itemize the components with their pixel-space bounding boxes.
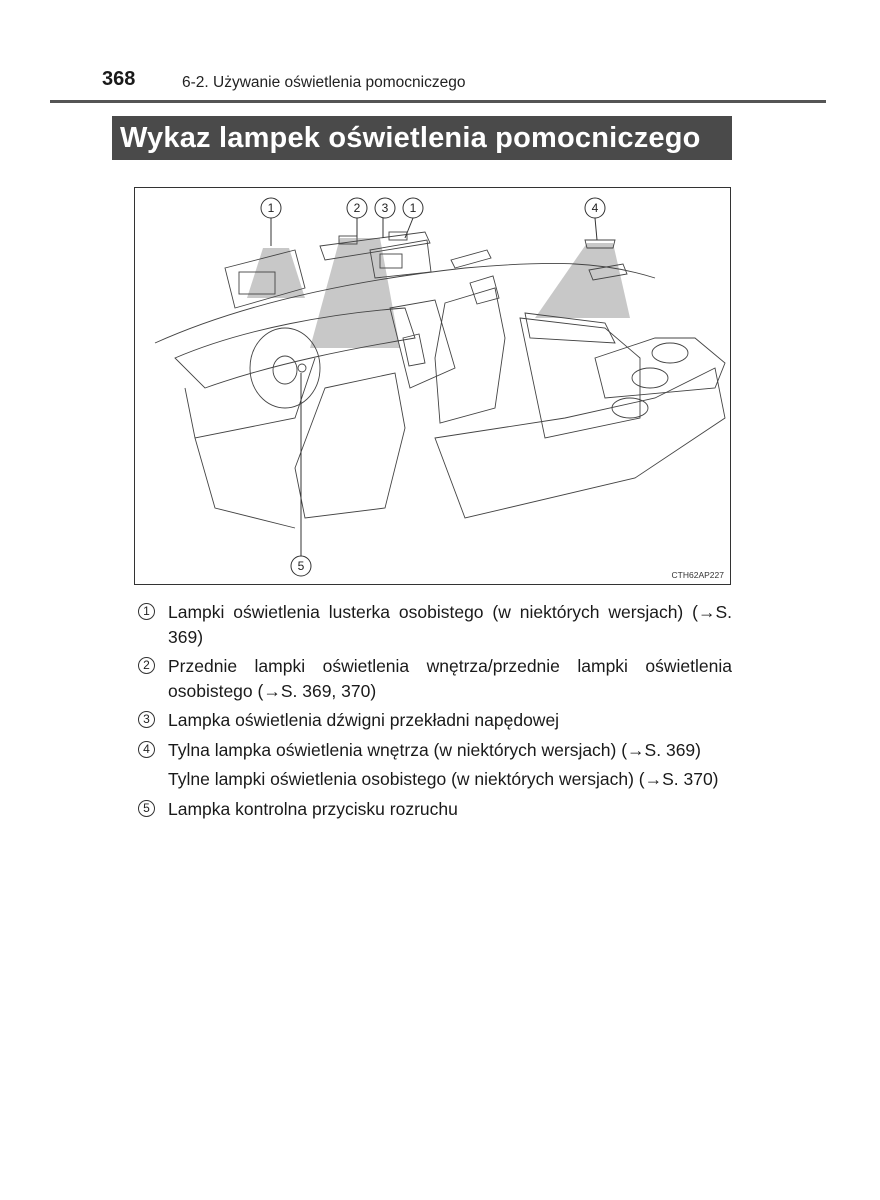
legend-number: 5	[138, 799, 155, 817]
floor-line	[194, 437, 296, 529]
callout-label: 1	[410, 201, 417, 215]
rear-headrest	[651, 342, 689, 364]
legend-item: 2 Przednie lampki oświetlenia wnętrza/pr…	[136, 654, 732, 703]
vanity-mirror-right	[379, 253, 403, 269]
legend-item: 3 Lampka oświetlenia dźwigni przekładni …	[136, 708, 732, 733]
legend-text: Lampki oświetlenia lusterka osobistego (…	[168, 602, 732, 647]
dashboard	[174, 307, 416, 389]
vanity-mirror-left	[238, 271, 276, 295]
section-title: 6-2. Używanie oświetlenia pomocniczego	[182, 74, 466, 91]
callout-1: 1	[260, 197, 282, 219]
roof-line	[154, 262, 656, 344]
rear-seat	[434, 367, 726, 519]
header-rule	[50, 100, 826, 103]
rear-headrest	[611, 397, 649, 419]
headrest	[469, 275, 500, 305]
rear-dome-lamp	[584, 239, 616, 249]
overhead-console	[319, 231, 431, 261]
start-button	[297, 363, 307, 373]
car-interior-figure: 1 2 3 1 4 5 CTH62AP227	[134, 187, 731, 585]
callout-3: 3	[374, 197, 396, 219]
light-beam	[247, 248, 305, 298]
legend-item: 1 Lampki oświetlenia lusterka osobistego…	[136, 600, 732, 649]
page-title: Wykaz lampek oświetlenia pomocniczego	[112, 116, 732, 160]
legend-item: 4 Tylna lampka oświetlenia wnętrza (w ni…	[136, 738, 732, 763]
gear-shifter	[402, 333, 426, 367]
legend-number: 4	[138, 740, 155, 758]
grab-handle	[450, 249, 492, 269]
steering-hub	[272, 355, 298, 385]
center-console	[389, 299, 456, 389]
front-seat-driver	[294, 372, 406, 519]
legend-number: 3	[138, 711, 155, 728]
callout-label: 1	[268, 201, 275, 215]
legend-number: 2	[138, 657, 155, 674]
light-beam	[535, 243, 630, 318]
legend-text: Tylna lampka oświetlenia wnętrza (w niek…	[168, 739, 701, 760]
callout-label: 3	[382, 201, 389, 215]
callout-4: 4	[584, 197, 606, 219]
steering-wheel	[249, 327, 321, 409]
map-lamp	[388, 231, 408, 241]
callout-label: 2	[354, 201, 361, 215]
callout-5: 5	[290, 555, 312, 577]
front-seat-passenger	[434, 287, 506, 424]
legend-text: Przednie lampki oświetlenia wnętrza/prze…	[168, 656, 732, 701]
door-rear	[519, 317, 641, 439]
legend-text: Lampka kontrolna przycisku rozruchu	[168, 798, 458, 819]
map-lamp	[338, 235, 358, 245]
rear-headrest	[631, 367, 669, 389]
callout-label: 5	[298, 559, 305, 573]
callout-leader	[404, 217, 414, 239]
rear-seat-back	[594, 337, 726, 399]
callout-leader	[594, 217, 598, 241]
page-number: 368	[102, 68, 136, 90]
figure-code: CTH62AP227	[671, 570, 724, 580]
window-rear	[524, 312, 616, 344]
legend-text: Lampka oświetlenia dźwigni przekładni na…	[168, 710, 560, 730]
callout-2: 2	[346, 197, 368, 219]
car-interior-illustration: 1 2 3 1 4 5	[154, 197, 726, 577]
callout-label: 4	[592, 201, 599, 215]
light-beam	[310, 238, 400, 348]
page-header: 368 6-2. Używanie oświetlenia pomocnicze…	[50, 68, 826, 103]
sun-visor-left	[224, 249, 306, 309]
legend-item: 5 Lampka kontrolna przycisku rozruchu	[136, 797, 732, 822]
legend-number: 1	[138, 603, 155, 620]
legend-subtext: Tylne lampki oświetlenia osobistego (w n…	[168, 769, 719, 789]
callout-1b: 1	[402, 197, 424, 219]
legend-list: 1 Lampki oświetlenia lusterka osobistego…	[136, 600, 732, 826]
grab-handle	[588, 263, 628, 281]
dashboard-lower	[184, 357, 316, 439]
